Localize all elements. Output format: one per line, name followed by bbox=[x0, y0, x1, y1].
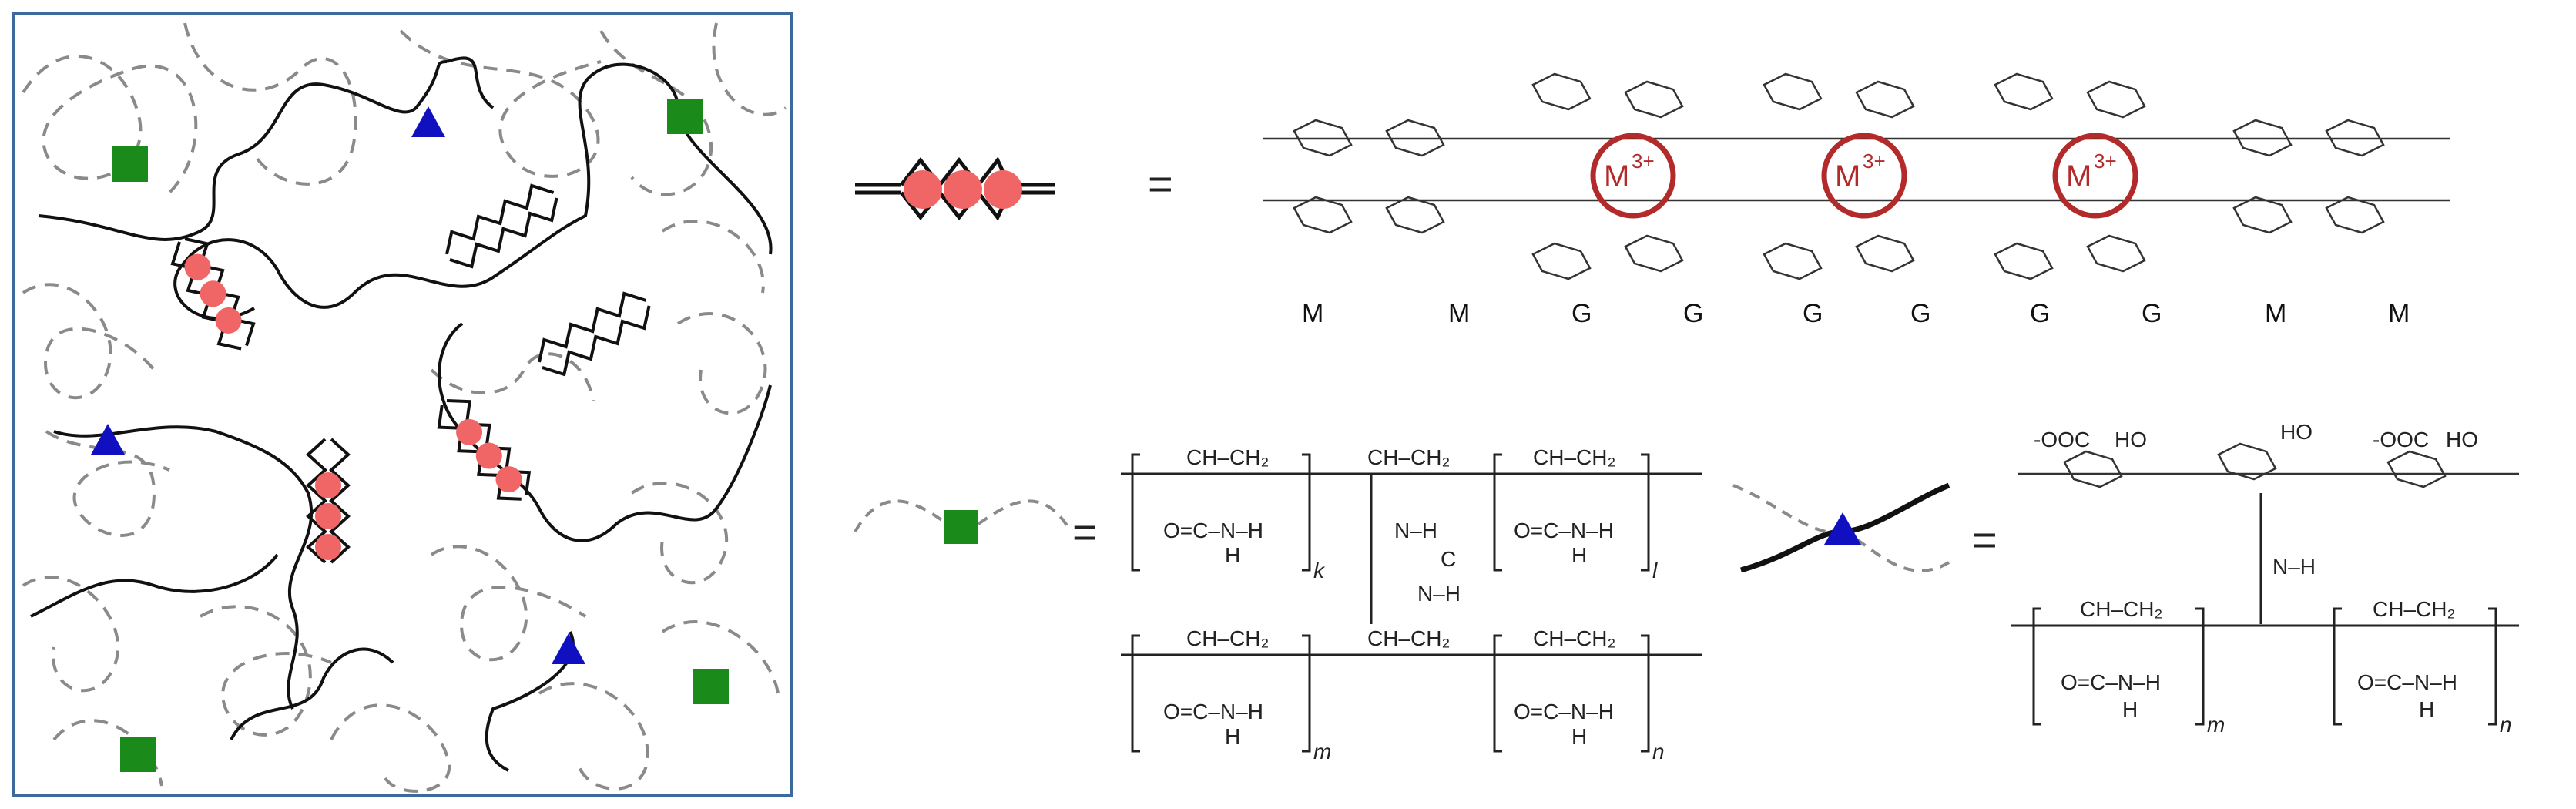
amide-group: O=C–N–H bbox=[2061, 670, 2161, 694]
metal-ion-symbol: M bbox=[1835, 159, 1860, 193]
sequence-label: M bbox=[1448, 299, 1470, 328]
amide-group: O=C–N–H bbox=[1514, 700, 1614, 723]
metal-ion-charge: 3+ bbox=[2094, 149, 2117, 173]
subscript: k bbox=[1313, 559, 1326, 582]
ionic-bead bbox=[495, 466, 522, 493]
equals-sign-alginate: = bbox=[1148, 159, 1173, 208]
hydrogen: H bbox=[1571, 543, 1587, 567]
repeat-unit: CH–CH₂ bbox=[2080, 597, 2162, 621]
sequence-label: G bbox=[1910, 299, 1930, 328]
equals-sign-grafted: = bbox=[1972, 515, 1997, 564]
hydroxyl: HO bbox=[2280, 420, 2313, 444]
metal-ion-charge: 3+ bbox=[1632, 149, 1655, 173]
sequence-label: M bbox=[2388, 299, 2410, 328]
repeat-unit: CH–CH₂ bbox=[1367, 626, 1450, 650]
ionic-bead bbox=[475, 442, 502, 469]
metal-ion-2: M 3+ bbox=[1821, 133, 1907, 219]
amide-nh: N–H bbox=[2272, 555, 2316, 579]
ionic-junction-legend: = bbox=[855, 156, 1173, 221]
acrylamide-crosslink-square bbox=[120, 737, 156, 772]
network-frame bbox=[12, 12, 793, 797]
ionic-bead bbox=[315, 472, 341, 498]
sequence-label: G bbox=[1683, 299, 1703, 328]
ionic-junction-5 bbox=[428, 388, 541, 512]
sequence-label: G bbox=[2142, 299, 2162, 328]
sequence-label: G bbox=[1571, 299, 1592, 328]
legend-ionic-bead bbox=[904, 170, 942, 209]
metal-ion-1: M 3+ bbox=[1590, 133, 1676, 219]
polyacrylamide-crosslink-structure: CH–CH₂ O=C–N–H H CH–CH₂ N–H C N–H CH–CH₂… bbox=[1121, 445, 1702, 764]
alginate-acrylamide-crosslink-triangle bbox=[411, 106, 445, 137]
linker-nh: N–H bbox=[1394, 519, 1437, 542]
legend-green-square bbox=[944, 510, 978, 544]
hydrogen: H bbox=[1225, 724, 1240, 748]
linker-nh: N–H bbox=[1417, 582, 1461, 606]
legend-ionic-bead bbox=[984, 170, 1022, 209]
subscript: n bbox=[2500, 713, 2512, 737]
repeat-unit: CH–CH₂ bbox=[1533, 445, 1615, 469]
ionic-bead bbox=[315, 503, 341, 529]
amide-group: O=C–N–H bbox=[1163, 700, 1263, 723]
legend-blue-triangle bbox=[1824, 512, 1861, 545]
hydrogen: H bbox=[1571, 724, 1587, 748]
metal-ion-symbol: M bbox=[2066, 159, 2091, 193]
acrylamide-crosslink-square bbox=[112, 146, 148, 182]
repeat-unit: CH–CH₂ bbox=[1186, 626, 1269, 650]
repeat-unit: CH–CH₂ bbox=[1367, 445, 1450, 469]
amide-group: O=C–N–H bbox=[1163, 519, 1263, 542]
subscript: m bbox=[2207, 713, 2225, 737]
hydrogen: H bbox=[2419, 697, 2434, 721]
polyacrylamide-dashed-chains bbox=[22, 22, 787, 793]
ionic-bead bbox=[315, 534, 341, 560]
hydroxyl: HO bbox=[2115, 428, 2147, 451]
acrylamide-crosslink-legend: = bbox=[854, 499, 1098, 556]
ionic-junction-4 bbox=[307, 438, 350, 564]
subscript: n bbox=[1652, 740, 1665, 764]
hydrogen: H bbox=[2122, 697, 2138, 721]
legend-ionic-bead bbox=[944, 170, 982, 209]
carboxylate: -OOC bbox=[2034, 428, 2090, 451]
sequence-labels: M M G G G G G G M M bbox=[1302, 299, 2410, 328]
amide-group: O=C–N–H bbox=[1514, 519, 1614, 542]
network-panel bbox=[12, 12, 793, 797]
amide-group: O=C–N–H bbox=[2357, 670, 2457, 694]
subscript: l bbox=[1652, 559, 1658, 582]
sequence-label: M bbox=[2265, 299, 2286, 328]
sequence-label: G bbox=[2030, 299, 2050, 328]
acrylamide-crosslink-square bbox=[667, 99, 703, 134]
repeat-unit: CH–CH₂ bbox=[1533, 626, 1615, 650]
subscript: m bbox=[1313, 740, 1331, 764]
repeat-unit: CH–CH₂ bbox=[2373, 597, 2455, 621]
metal-ion-symbol: M bbox=[1604, 159, 1629, 193]
ionic-bead bbox=[184, 253, 211, 280]
hydroxyl: HO bbox=[2446, 428, 2478, 451]
alginate-acrylamide-crosslink-triangle bbox=[552, 633, 585, 664]
repeat-unit: CH–CH₂ bbox=[1186, 445, 1269, 469]
alginate-egg-box-structure: M 3+ M 3+ M 3+ M M G G G G G G M M bbox=[1263, 72, 2450, 328]
alginate-acrylamide-crosslink-legend: = bbox=[1732, 482, 1997, 573]
ionic-junction-1 bbox=[163, 229, 263, 359]
ionic-bead bbox=[200, 280, 226, 307]
hydrogen: H bbox=[1225, 543, 1240, 567]
alginate-acrylamide-crosslink-triangle bbox=[91, 424, 125, 455]
acrylamide-crosslink-square bbox=[693, 669, 729, 704]
metal-ion-3: M 3+ bbox=[2052, 133, 2138, 219]
metal-ion-charge: 3+ bbox=[1863, 149, 1886, 173]
equals-sign-polyacrylamide: = bbox=[1072, 508, 1098, 556]
ionic-bead bbox=[215, 307, 242, 334]
sequence-label: M bbox=[1302, 299, 1323, 328]
linker-c: C bbox=[1441, 547, 1456, 571]
ionic-bead bbox=[456, 418, 483, 445]
sequence-label: G bbox=[1803, 299, 1823, 328]
carboxylate: -OOC bbox=[2373, 428, 2429, 451]
alginate-grafted-pam-structure: -OOC HO HO -OOC HO N–H CH–CH₂ O=C–N–H H … bbox=[2011, 420, 2519, 737]
